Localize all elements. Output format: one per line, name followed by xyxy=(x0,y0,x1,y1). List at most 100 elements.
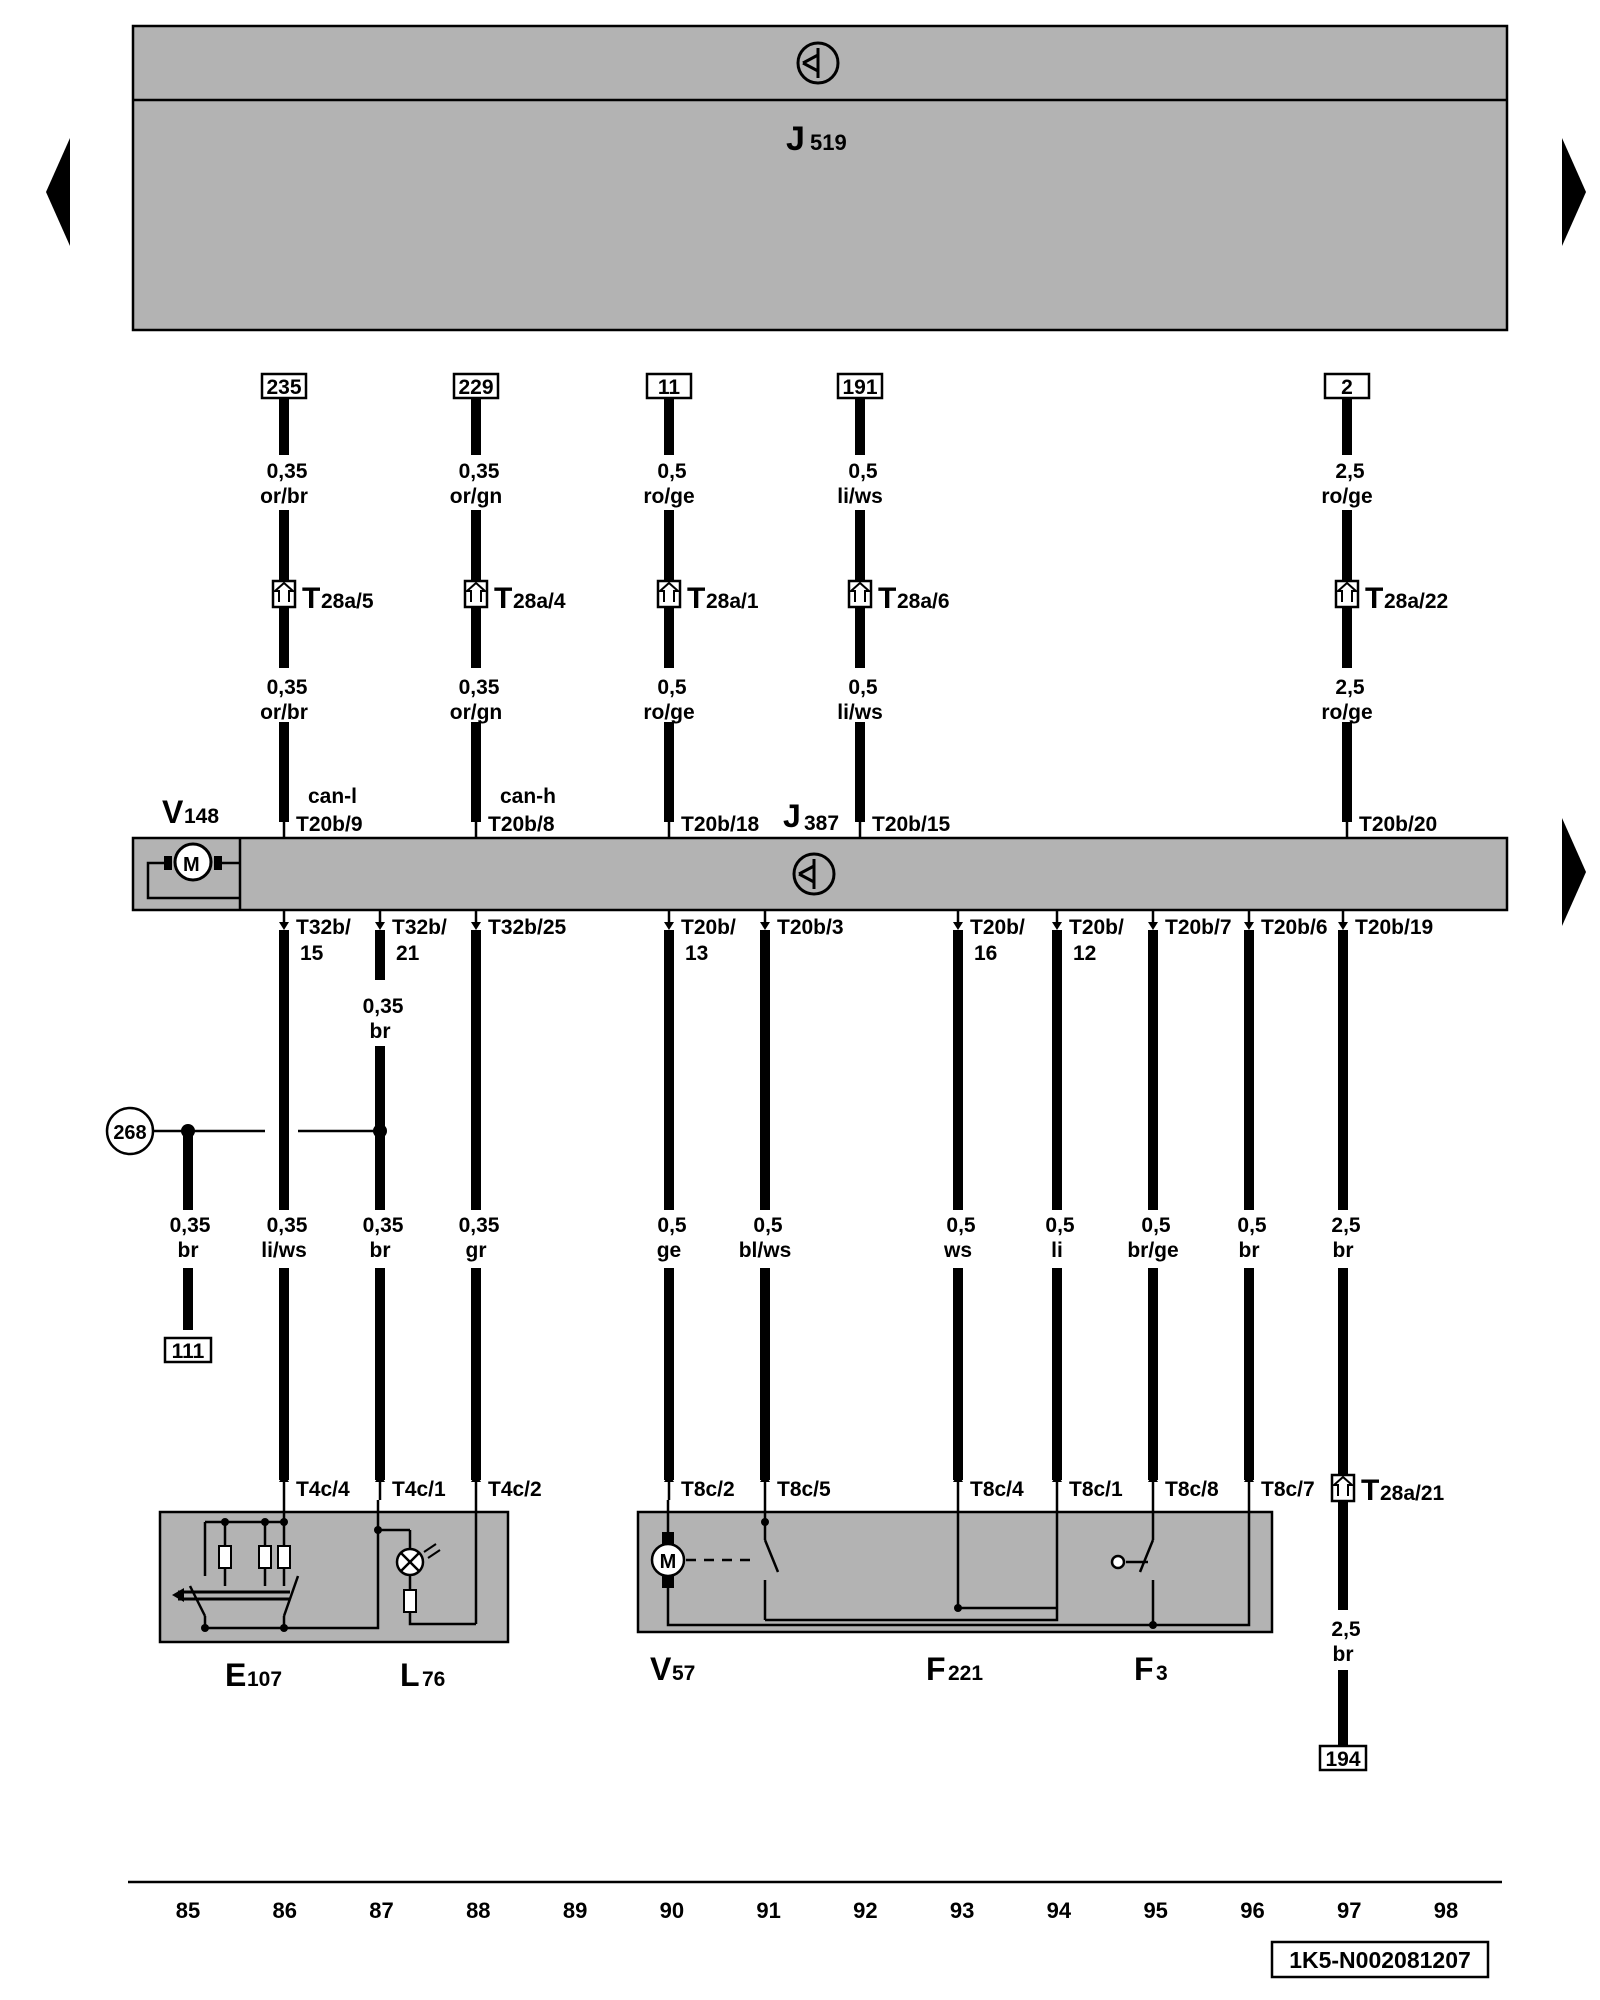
l93-pin2: 16 xyxy=(974,942,997,965)
l97-pin1: T20b/19 xyxy=(1355,916,1433,939)
w2-pin-label: T20b/20 xyxy=(1359,813,1437,836)
component-L76-sub: 76 xyxy=(422,1668,445,1691)
w229-size-1: 0,35 xyxy=(459,460,500,483)
w235-color-1: or/br xyxy=(260,485,308,508)
l95-size: 0,5 xyxy=(1141,1214,1171,1237)
ground-point-label: 268 xyxy=(113,1122,146,1144)
nav-left-arrow[interactable] xyxy=(46,138,70,246)
ref-194-label: 194 xyxy=(1325,1748,1360,1771)
track-93: 93 xyxy=(950,1898,974,1923)
ref-w191-label: 191 xyxy=(842,376,877,399)
track-98: 98 xyxy=(1434,1898,1458,1923)
v148-sub: 148 xyxy=(184,805,219,828)
w11-conn-sub: 28a/1 xyxy=(706,590,759,613)
l88-color: gr xyxy=(466,1239,487,1262)
l97-color: br xyxy=(1333,1239,1354,1262)
track-85: 85 xyxy=(176,1898,200,1923)
w229-conn-letter: T xyxy=(494,582,512,615)
l91-size: 0,5 xyxy=(753,1214,783,1237)
ecu-symbol-icon-2 xyxy=(792,852,836,896)
l86-end-pin: T4c/4 xyxy=(296,1478,350,1501)
w2-conn-letter: T xyxy=(1365,582,1383,615)
j519-label: J xyxy=(786,120,805,158)
w191-size-1: 0,5 xyxy=(848,460,878,483)
component-v57-f221-f3: M xyxy=(636,1500,1274,1634)
l96-size: 0,5 xyxy=(1237,1214,1267,1237)
ground-color: br xyxy=(178,1239,199,1262)
l86-size: 0,35 xyxy=(267,1214,308,1237)
l94-pin1: T20b/ xyxy=(1069,916,1124,939)
w11-color-1: ro/ge xyxy=(643,485,694,508)
control-unit-j519: J 519 xyxy=(131,24,1509,332)
l90-pin1: T20b/ xyxy=(681,916,736,939)
track-89: 89 xyxy=(563,1898,587,1923)
track-92: 92 xyxy=(853,1898,877,1923)
w191-size-2: 0,5 xyxy=(848,676,878,699)
ground-branch: 268 0,35 br 111 xyxy=(105,1106,387,1364)
track-88: 88 xyxy=(466,1898,490,1923)
bottom-ref: 194 xyxy=(1318,1744,1368,1772)
component-F3-name: F xyxy=(1134,1651,1154,1687)
track-96: 96 xyxy=(1240,1898,1264,1923)
w235-size-1: 0,35 xyxy=(267,460,308,483)
w191-color-2: li/ws xyxy=(837,701,883,724)
w2-conn-sub: 28a/22 xyxy=(1384,590,1448,613)
nav-right-arrow-top[interactable] xyxy=(1562,138,1586,246)
v57-motor-symbol: M xyxy=(660,1551,677,1573)
component-V57-name: V xyxy=(650,1651,672,1687)
w2-size-2: 2,5 xyxy=(1335,676,1365,699)
l86-color: li/ws xyxy=(261,1239,307,1262)
component-F221-sub: 221 xyxy=(948,1662,983,1685)
nav-right-arrow-middle[interactable] xyxy=(1562,818,1586,926)
w11-conn-letter: T xyxy=(687,582,705,615)
l88-pin1: T32b/25 xyxy=(488,916,567,939)
w235-pin-label: T20b/9 xyxy=(296,813,363,836)
w191-conn-letter: T xyxy=(878,582,896,615)
j519-sub: 519 xyxy=(810,130,847,155)
component-V57-sub: 57 xyxy=(672,1662,695,1685)
w2-color-2: ro/ge xyxy=(1321,701,1372,724)
l93-pin1: T20b/ xyxy=(970,916,1025,939)
component-L76-name: L xyxy=(400,1657,420,1693)
l96-color: br xyxy=(1239,1239,1260,1262)
ref-w2-label: 2 xyxy=(1341,376,1353,399)
l87-mid-color: br xyxy=(370,1020,391,1043)
w191-color-1: li/ws xyxy=(837,485,883,508)
track-97: 97 xyxy=(1337,1898,1361,1923)
w229-pin-label: T20b/8 xyxy=(488,813,555,836)
l91-color: bl/ws xyxy=(739,1239,792,1262)
w229-size-2: 0,35 xyxy=(459,676,500,699)
j387-label: J xyxy=(783,798,801,834)
l90-color: ge xyxy=(657,1239,682,1262)
ref-w235-label: 235 xyxy=(266,376,301,399)
l87-pin2: 21 xyxy=(396,942,420,965)
ecu-symbol-icon xyxy=(796,41,840,85)
l96-pin1: T20b/6 xyxy=(1261,916,1328,939)
lower-wires: T32b/150,35li/wsT4c/4T32b/210,35br0,35br… xyxy=(261,910,1445,1746)
component-E107-name: E xyxy=(225,1657,246,1693)
component-e107-l76 xyxy=(158,1500,510,1644)
w229-color-1: or/gn xyxy=(450,485,503,508)
ref-w11-label: 11 xyxy=(658,376,681,399)
l97-size-2: 2,5 xyxy=(1331,1618,1361,1641)
w235-size-2: 0,35 xyxy=(267,676,308,699)
j387-sub: 387 xyxy=(804,812,839,835)
l87-end-pin: T4c/1 xyxy=(392,1478,446,1501)
component-E107-sub: 107 xyxy=(247,1668,282,1691)
l86-pin1: T32b/ xyxy=(296,916,351,939)
w235-bus-label: can-l xyxy=(308,785,357,808)
